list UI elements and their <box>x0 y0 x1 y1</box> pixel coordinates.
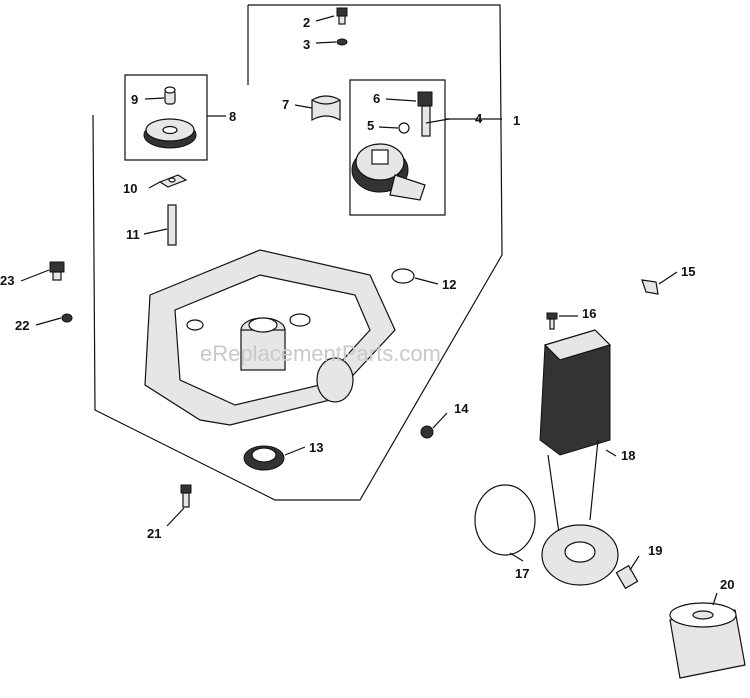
callout-6: 6 <box>373 91 380 106</box>
callout-22: 22 <box>15 318 29 333</box>
part-15-clip <box>641 279 659 295</box>
callout-8: 8 <box>229 109 236 124</box>
part-3-washer <box>336 38 348 46</box>
part-20-oil-filter <box>669 602 746 679</box>
callout-7: 7 <box>282 97 289 112</box>
part-13-seal <box>243 445 285 471</box>
callout-18: 18 <box>621 448 635 463</box>
callout-16: 16 <box>582 306 596 321</box>
crankcase-housing <box>144 249 396 426</box>
callout-12: 12 <box>442 277 456 292</box>
assembly-1-outline <box>92 4 503 501</box>
part-17-gasket <box>474 484 536 556</box>
callout-9: 9 <box>131 92 138 107</box>
part-8-gear <box>143 118 197 149</box>
callout-14: 14 <box>454 401 469 416</box>
callout-20: 20 <box>720 577 734 592</box>
part-16-screw <box>546 312 558 330</box>
callout-19: 19 <box>648 543 662 558</box>
part-5-oring <box>398 122 410 134</box>
part-22-nut <box>61 313 73 323</box>
part-11-shaft <box>167 204 177 246</box>
subassembly-4-box <box>349 79 446 216</box>
part-14-nut <box>420 425 434 439</box>
callout-17: 17 <box>515 566 529 581</box>
callout-5: 5 <box>367 118 374 133</box>
part-23-fitting <box>49 261 65 281</box>
callout-13: 13 <box>309 440 323 455</box>
callout-10: 10 <box>123 181 137 196</box>
part-12-oring <box>391 268 415 284</box>
part-21-bolt <box>180 484 192 508</box>
callout-23: 23 <box>0 273 14 288</box>
part-6-fitting <box>417 91 433 137</box>
watermark: eReplacementParts.com <box>200 341 441 366</box>
part-7-bearing <box>311 95 341 122</box>
part-4-oil-pump <box>351 143 426 201</box>
callout-21: 21 <box>147 526 161 541</box>
callout-11: 11 <box>126 227 140 242</box>
callout-3: 3 <box>303 37 310 52</box>
part-19-fitting <box>615 564 639 590</box>
callout-15: 15 <box>681 264 695 279</box>
part-2-bolt <box>336 7 348 25</box>
part-18-oil-cooler <box>539 329 619 586</box>
part-10-washer <box>158 174 188 188</box>
leader-lines <box>20 15 718 606</box>
callout-4: 4 <box>475 111 483 126</box>
part-9-pin <box>164 86 176 105</box>
callout-2: 2 <box>303 15 310 30</box>
subassembly-8-box <box>124 74 208 161</box>
callout-1: 1 <box>513 113 520 128</box>
